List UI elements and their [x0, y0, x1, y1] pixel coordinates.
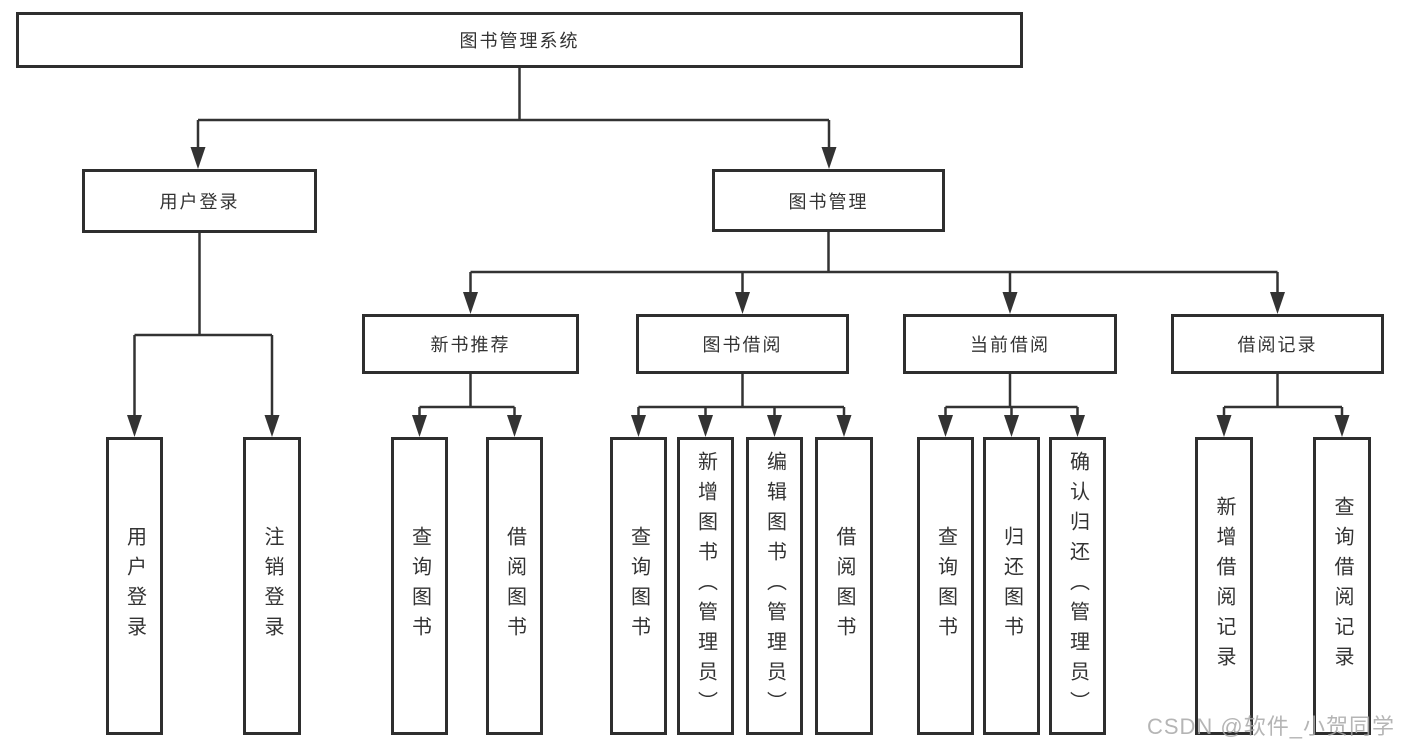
leaf-borrow-books-recommend-box: 借阅图书	[486, 437, 543, 735]
connector-path	[133, 68, 1344, 418]
node-current-borrow-label: 当前借阅	[970, 335, 1050, 355]
node-user-login-box: 用户登录	[82, 169, 317, 233]
leaf-add-books-admin-label: 新增图书（管理员）	[694, 451, 717, 721]
leaf-query-borrow-record-box: 查询借阅记录	[1313, 437, 1371, 735]
arrowheads	[127, 147, 1350, 437]
leaf-edit-books-admin-box: 编辑图书（管理员）	[746, 437, 803, 735]
leaf-query-books-current-label: 查询图书	[934, 526, 957, 646]
leaf-add-books-admin-box: 新增图书（管理员）	[677, 437, 734, 735]
csdn-watermark: CSDN @软件_小贺同学	[1146, 714, 1395, 739]
node-borrow-records-box: 借阅记录	[1171, 314, 1384, 374]
leaf-borrow-books-recommend-label: 借阅图书	[503, 526, 526, 646]
node-user-login-label: 用户登录	[159, 192, 240, 212]
leaf-confirm-return-admin-box: 确认归还（管理员）	[1049, 437, 1106, 735]
node-new-book-recommend-label: 新书推荐	[430, 335, 511, 355]
leaf-borrow-books-label: 借阅图书	[833, 526, 855, 646]
node-root-label: 图书管理系统	[459, 31, 580, 51]
node-new-book-recommend-box: 新书推荐	[362, 314, 579, 374]
node-current-borrow-box: 当前借阅	[903, 314, 1117, 374]
leaf-query-books-borrow-box: 查询图书	[610, 437, 667, 735]
node-book-borrow-label: 图书借阅	[702, 335, 783, 355]
node-book-management-label: 图书管理	[788, 191, 869, 212]
leaf-query-books-recommend-box: 查询图书	[391, 437, 448, 735]
leaf-confirm-return-admin-label: 确认归还（管理员）	[1066, 451, 1089, 721]
leaf-query-books-recommend-label: 查询图书	[408, 526, 431, 646]
leaf-user-login-box: 用户登录	[106, 437, 163, 735]
leaf-logout-label: 注销登录	[261, 526, 283, 646]
leaf-logout-box: 注销登录	[243, 437, 301, 735]
leaf-add-borrow-record-box: 新增借阅记录	[1195, 437, 1253, 735]
leaf-query-books-current-box: 查询图书	[917, 437, 974, 735]
leaf-edit-books-admin-label: 编辑图书（管理员）	[763, 451, 786, 721]
leaf-add-borrow-record-label: 新增借阅记录	[1213, 496, 1235, 676]
node-book-borrow-box: 图书借阅	[636, 314, 849, 374]
leaf-borrow-books-box: 借阅图书	[815, 437, 873, 735]
leaf-return-books-label: 归还图书	[1000, 526, 1023, 646]
node-book-management-box: 图书管理	[712, 169, 945, 232]
leaf-return-books-box: 归还图书	[983, 437, 1040, 735]
node-borrow-records-label: 借阅记录	[1237, 335, 1318, 355]
leaf-query-books-borrow-label: 查询图书	[627, 526, 650, 646]
leaf-query-borrow-record-label: 查询借阅记录	[1331, 496, 1353, 676]
node-root-box: 图书管理系统	[16, 12, 1023, 68]
leaf-user-login-label: 用户登录	[123, 526, 146, 646]
